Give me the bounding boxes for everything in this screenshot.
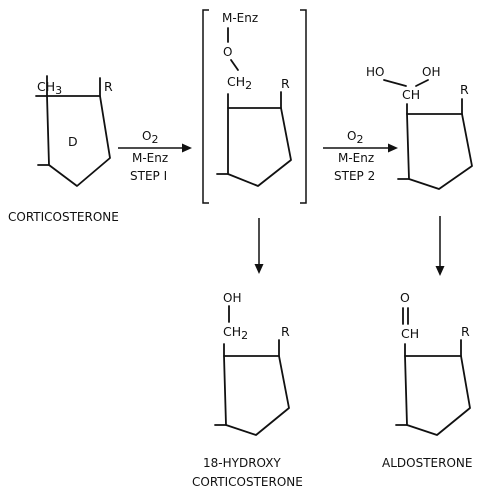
corticosterone-structure: CH3 R D CORTICOSTERONE <box>8 75 119 224</box>
aldosterone-name: ALDOSTERONE <box>382 456 472 470</box>
diol-structure: HO OH CH R <box>366 65 473 190</box>
enzyme-label: M-Enz <box>222 11 258 25</box>
hydroxy-name-line1: 18-HYDROXY <box>203 456 281 470</box>
down-arrow-left <box>254 218 264 274</box>
right-bracket <box>300 9 307 204</box>
down-arrow-right <box>435 216 445 276</box>
oxygen-label: O <box>223 45 232 59</box>
ch-label: CH <box>402 87 420 102</box>
step1-arrow: O2 M-Enz STEP I <box>118 129 192 183</box>
oh-label: OH <box>223 291 241 305</box>
ho-label: HO <box>366 65 384 79</box>
aldosterone-structure: O CH R ALDOSTERONE <box>382 290 472 470</box>
oh-bond <box>415 79 429 87</box>
r-group-label: R <box>104 79 113 94</box>
oh-label: OH <box>422 65 440 79</box>
step1-reagent-o2: O2 <box>142 129 158 146</box>
ring-bonds <box>223 355 290 436</box>
o-label: O <box>400 290 410 305</box>
step1-reagent-enzyme: M-Enz <box>132 151 168 165</box>
intermediate-structure: M-Enz O CH2 R <box>202 9 307 204</box>
ring-bonds <box>227 107 292 187</box>
left-bracket <box>202 9 209 204</box>
r-group-label: R <box>281 324 290 339</box>
step2-reagent-o2: O2 <box>347 129 363 146</box>
ch2-label: CH2 <box>223 324 248 342</box>
step1-label: STEP I <box>130 169 167 183</box>
hydroxy-structure: OH CH2 R 18-HYDROXY CORTICOSTERONE <box>192 291 303 489</box>
hydroxy-name-line2: CORTICOSTERONE <box>192 475 303 489</box>
step2-label: STEP 2 <box>334 169 375 183</box>
r-group-label: R <box>460 82 469 97</box>
oxygen-carbon-bond <box>230 59 239 71</box>
ring-bonds <box>406 113 473 190</box>
step2-reagent-enzyme: M-Enz <box>338 151 374 165</box>
step2-arrow: O2 M-Enz STEP 2 <box>323 129 398 183</box>
ring-d-bonds <box>46 95 111 187</box>
ring-bonds <box>404 355 471 436</box>
corticosterone-name: CORTICOSTERONE <box>8 210 119 224</box>
ring-d-label: D <box>68 134 78 149</box>
r-group-label: R <box>281 76 290 91</box>
ch-label: CH <box>401 326 419 341</box>
methyl-label: CH3 <box>37 79 62 97</box>
r-group-label: R <box>461 324 470 339</box>
ch2-label: CH2 <box>227 74 252 92</box>
ho-bond <box>383 79 407 87</box>
